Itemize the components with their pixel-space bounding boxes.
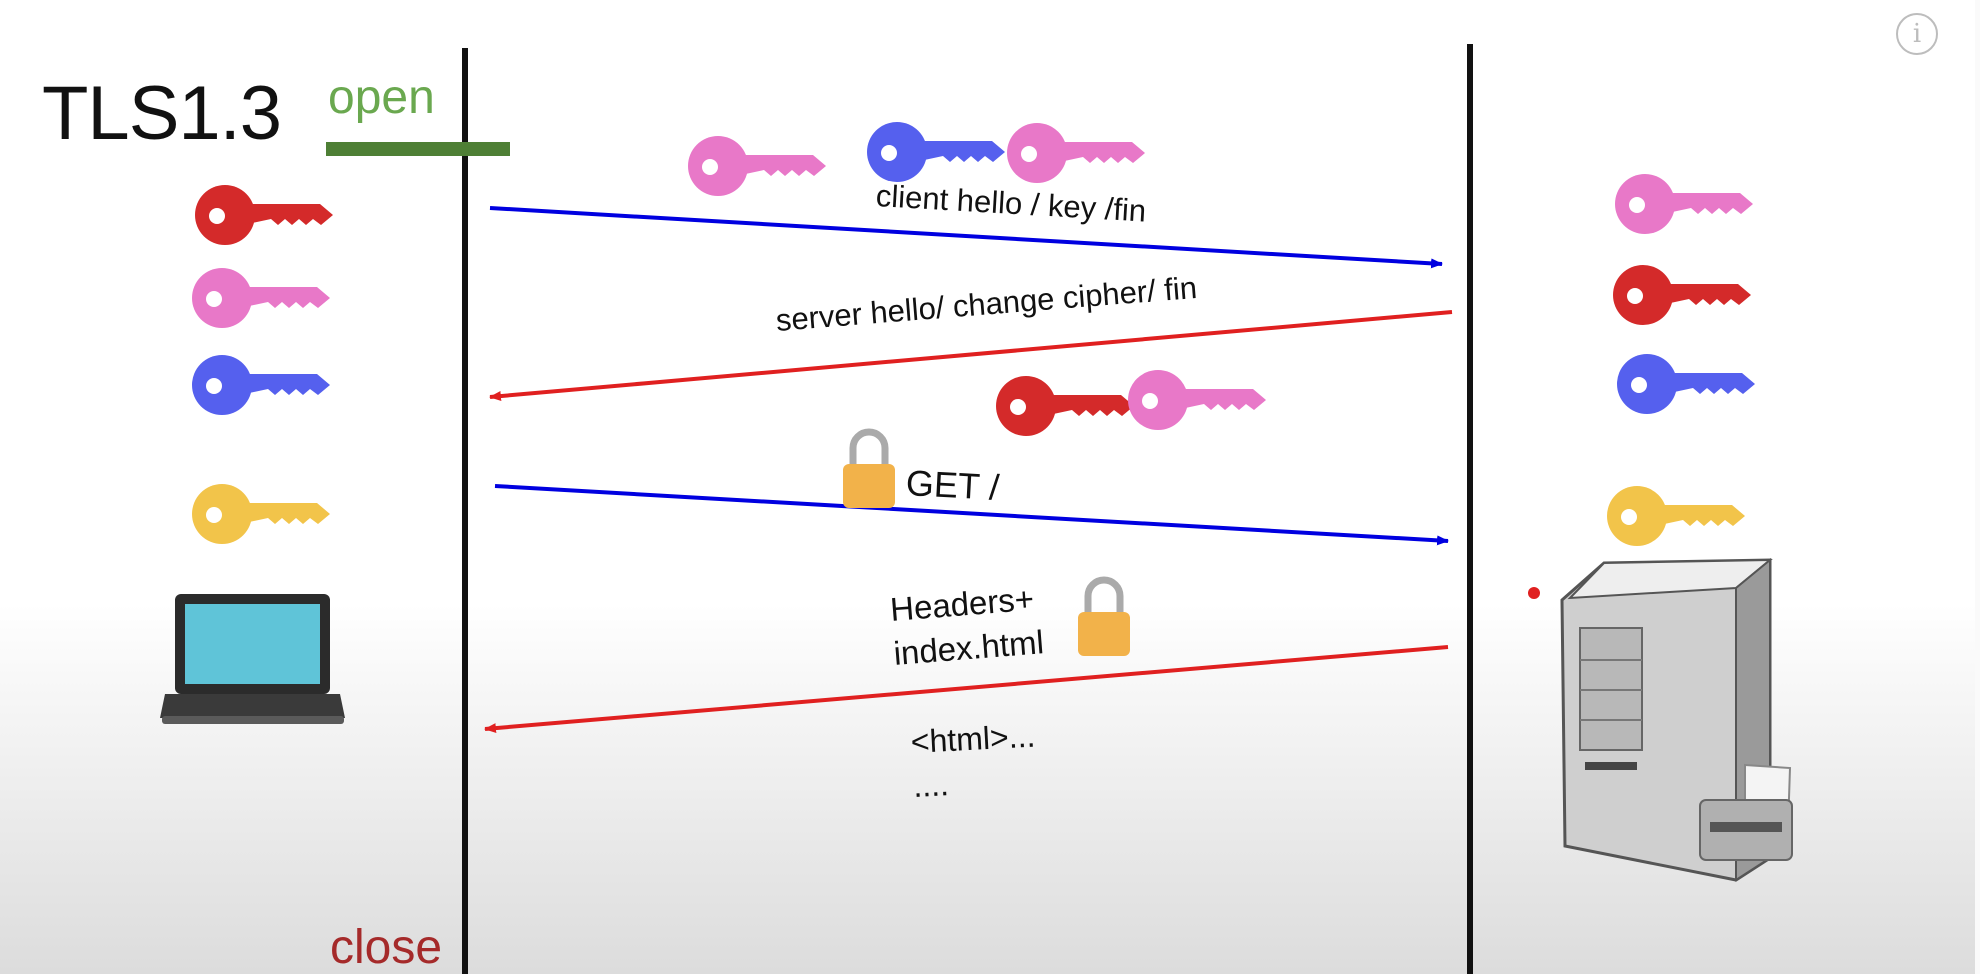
key-icon bbox=[1128, 370, 1266, 430]
open-bar bbox=[326, 142, 510, 156]
key-icon bbox=[867, 122, 1005, 182]
message-label-get: GET / bbox=[904, 462, 1001, 508]
message-arrow-client-hello bbox=[489, 206, 1443, 269]
info-icon[interactable]: i bbox=[1896, 13, 1938, 55]
laptop-icon bbox=[160, 594, 345, 724]
open-label: open bbox=[328, 71, 435, 124]
server-tower-icon bbox=[1528, 557, 1793, 882]
key-icon bbox=[192, 268, 330, 328]
diagram-title: TLS1.3 bbox=[42, 71, 282, 156]
key-icon bbox=[1613, 265, 1751, 325]
edge-strip bbox=[1975, 0, 1980, 974]
key-icon bbox=[1607, 486, 1745, 546]
key-icon bbox=[195, 185, 333, 245]
key-icon bbox=[1007, 123, 1145, 183]
key-icon bbox=[996, 376, 1134, 436]
message-label-response: Headers+ index.html bbox=[888, 579, 1046, 672]
padlock-icon bbox=[843, 432, 895, 508]
key-icon bbox=[192, 355, 330, 415]
key-icon bbox=[1615, 174, 1753, 234]
close-label: close bbox=[330, 921, 443, 974]
padlock-icon bbox=[1078, 580, 1130, 656]
message-arrow-server-hello bbox=[489, 310, 1453, 402]
key-icon bbox=[688, 136, 826, 196]
response-body-text: <html>... .... bbox=[909, 717, 1037, 804]
key-icon bbox=[192, 484, 330, 544]
message-arrow-get bbox=[494, 484, 1449, 546]
message-arrow-response bbox=[484, 645, 1449, 734]
key-icon bbox=[1617, 354, 1755, 414]
